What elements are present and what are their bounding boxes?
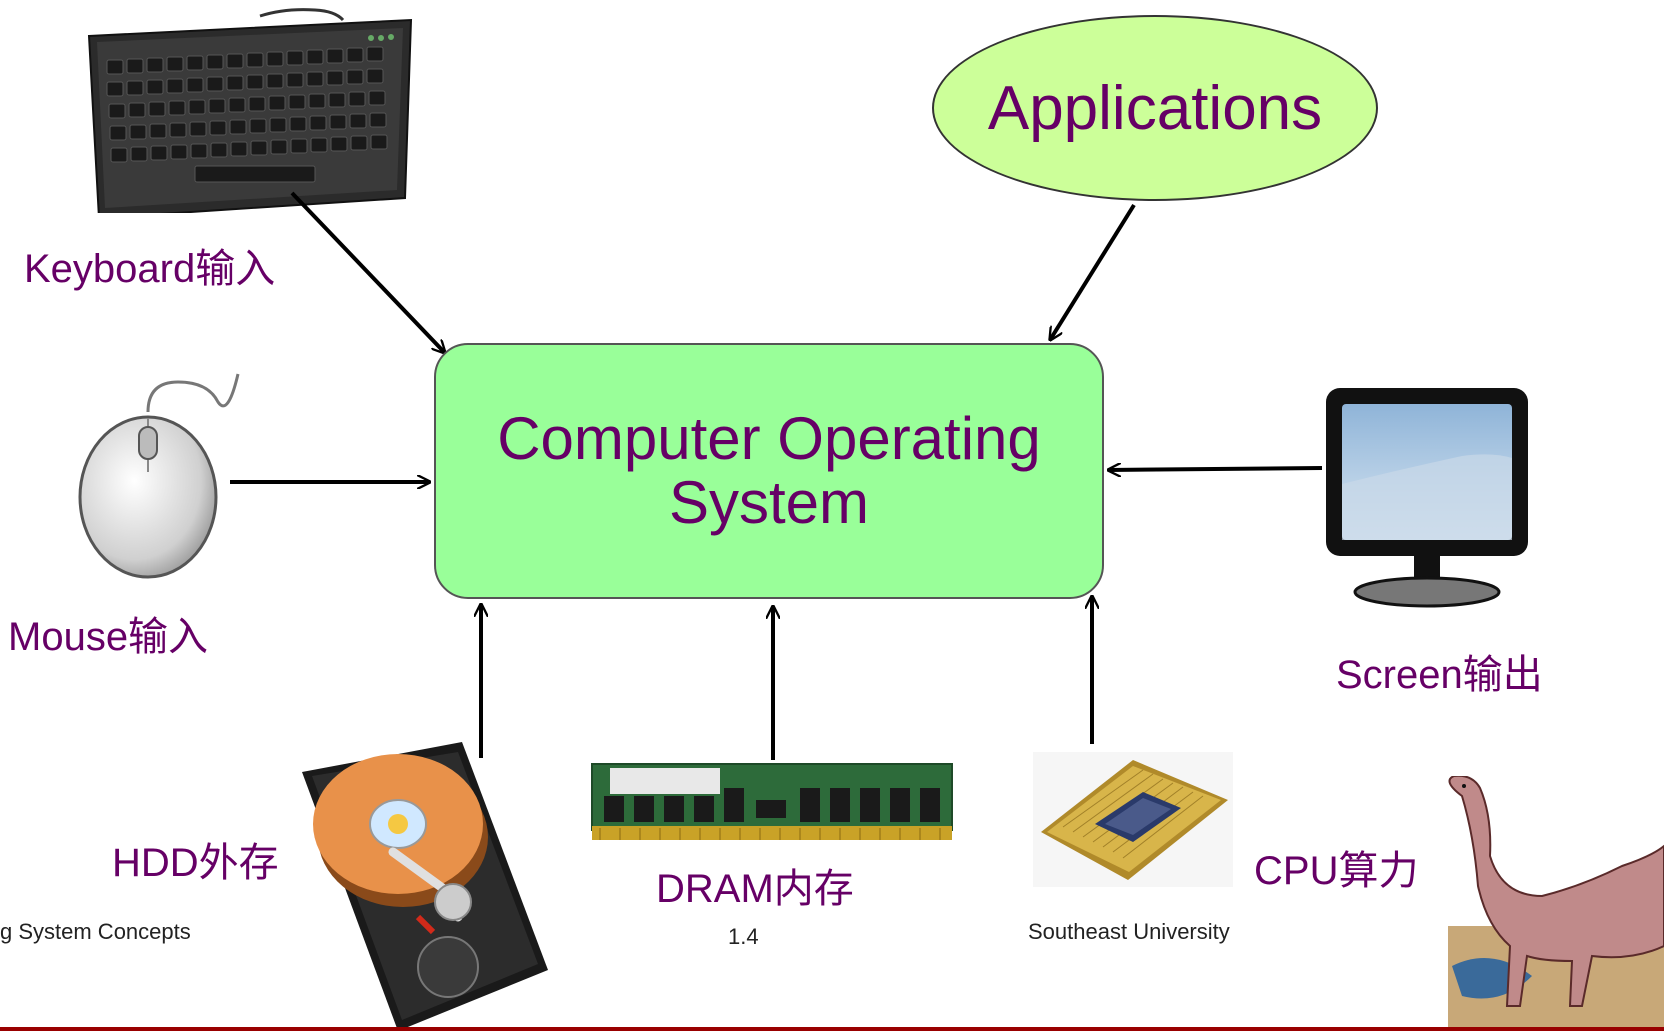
dinosaur-icon bbox=[1448, 776, 1664, 1031]
cpu-label: CPU算力 bbox=[1254, 849, 1419, 893]
footer-page-number: 1.4 bbox=[728, 924, 759, 949]
mouse-label: Mouse输入 bbox=[8, 615, 209, 659]
arrow-keyboard-to-os bbox=[290, 191, 445, 353]
os-title-line2: System bbox=[668, 469, 870, 536]
screen-label: Screen输出 bbox=[1336, 653, 1543, 697]
applications-ellipse: Applications bbox=[932, 15, 1378, 201]
hard-disk-icon bbox=[302, 742, 548, 1031]
footer-course-title: g System Concepts bbox=[0, 919, 191, 944]
applications-label: Applications bbox=[987, 73, 1323, 143]
dram-label: DRAM内存 bbox=[656, 867, 854, 911]
ram-module-icon bbox=[591, 763, 953, 840]
footer-rule bbox=[0, 1027, 1664, 1031]
hdd-label: HDD外存 bbox=[112, 841, 279, 885]
keyboard-icon bbox=[87, 8, 413, 213]
keyboard-label: Keyboard输入 bbox=[24, 247, 276, 291]
os-title-line1: Computer Operating bbox=[497, 405, 1041, 472]
footer-institution: Southeast University bbox=[1028, 919, 1230, 944]
cpu-chip-icon bbox=[1033, 752, 1233, 887]
arrow-applications-to-os bbox=[1050, 203, 1136, 340]
mouse-icon bbox=[78, 373, 240, 579]
monitor-icon bbox=[1326, 388, 1528, 608]
arrow-screen-to-os bbox=[1108, 468, 1323, 470]
operating-system-box: Computer Operating System bbox=[434, 343, 1104, 599]
